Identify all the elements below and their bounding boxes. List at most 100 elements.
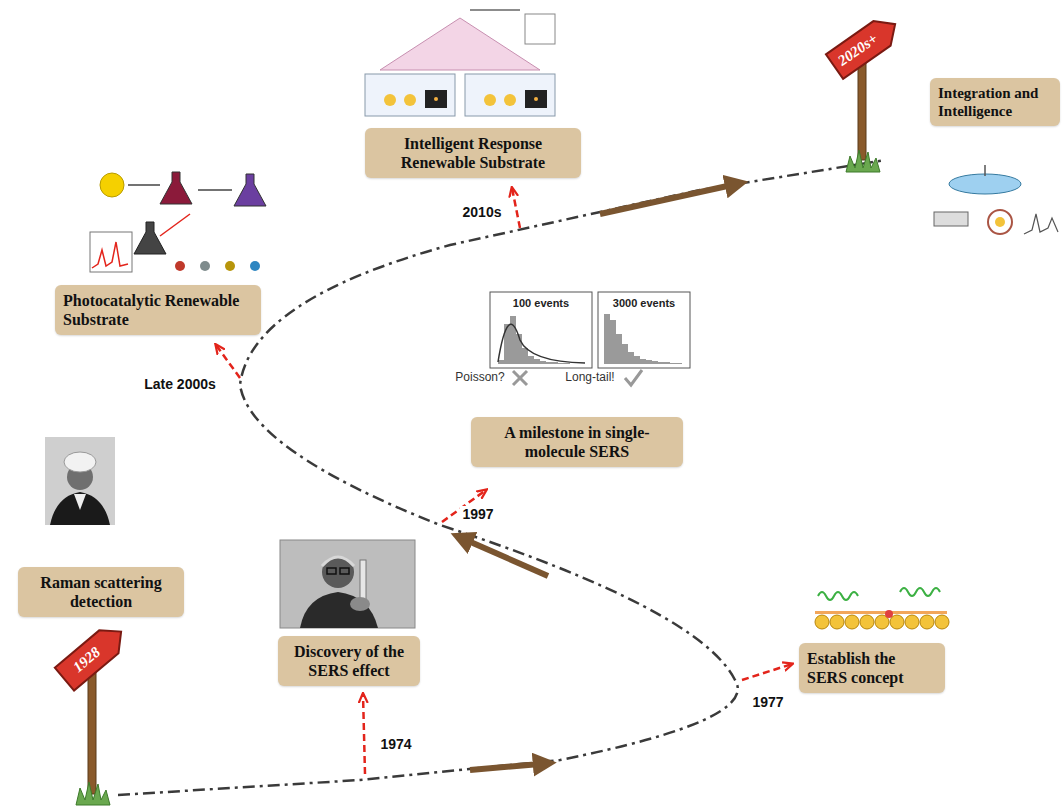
chart-title: 3000 events xyxy=(611,297,677,310)
photocatalytic-illustration xyxy=(200,261,210,271)
photocatalytic-illustration xyxy=(100,173,124,197)
integration-illustration xyxy=(934,165,1058,234)
histogram-chart xyxy=(528,356,534,364)
integration-illustration xyxy=(1024,214,1058,234)
histogram-chart xyxy=(628,352,634,364)
histogram-chart xyxy=(622,344,628,364)
histogram-chart xyxy=(498,324,585,363)
year-label: 1974 xyxy=(377,736,414,752)
photocatalytic-illustration xyxy=(250,261,260,271)
sers-illustration xyxy=(815,615,829,629)
chart-note: Long-tail! xyxy=(563,371,616,385)
histogram-chart xyxy=(564,363,570,364)
sers-illustration xyxy=(905,615,919,629)
signpost-year: 1928 xyxy=(70,644,104,676)
direction-arrow xyxy=(470,764,540,770)
histogram-chart xyxy=(658,362,664,364)
portrait-photo xyxy=(280,540,415,628)
responsive-illustration xyxy=(365,10,555,116)
responsive-illustration xyxy=(434,97,438,101)
portrait-photo xyxy=(50,492,110,525)
year-label: 2010s xyxy=(460,204,505,220)
signpost xyxy=(826,12,904,79)
histogram-chart xyxy=(558,363,564,364)
milestone-box: Intelligent Response Renewable Substrate xyxy=(365,128,581,178)
photocatalytic-illustration xyxy=(175,261,185,271)
histogram-chart xyxy=(664,362,670,364)
portrait-photo xyxy=(322,556,354,588)
histogram-chart xyxy=(604,314,610,364)
responsive-illustration xyxy=(404,94,416,106)
responsive-illustration xyxy=(525,14,555,44)
milestone-box: A milestone in single-molecule SERS xyxy=(471,417,683,467)
cross-mark xyxy=(513,371,527,385)
milestone-box: Integration and Intelligence xyxy=(930,78,1060,126)
signpost xyxy=(76,782,110,805)
signpost xyxy=(858,60,866,160)
sers-illustration xyxy=(845,615,859,629)
timeline-curve xyxy=(118,160,885,795)
sers-illustration xyxy=(920,615,934,629)
histogram-chart xyxy=(510,316,516,364)
photocatalytic-illustration xyxy=(225,261,235,271)
portrait-photo xyxy=(45,437,115,525)
photocatalytic-illustration xyxy=(134,222,166,254)
histogram-chart xyxy=(552,362,558,364)
histogram-chart xyxy=(534,359,540,364)
portrait-photo xyxy=(45,437,115,525)
photocatalytic-illustration xyxy=(92,242,128,268)
leader-arrow xyxy=(363,694,365,774)
responsive-illustration xyxy=(484,94,496,106)
integration-illustration xyxy=(949,174,1021,194)
check-mark xyxy=(625,370,642,385)
portrait-photo xyxy=(280,540,415,628)
portrait-photo xyxy=(350,597,370,611)
integration-illustration xyxy=(984,165,986,176)
histogram-chart xyxy=(498,316,570,364)
sers-illustration xyxy=(815,588,949,629)
histogram-chart xyxy=(540,361,546,364)
leader-arrow xyxy=(216,345,240,378)
responsive-illustration xyxy=(534,97,538,101)
responsive-illustration xyxy=(504,94,516,106)
histogram-chart xyxy=(546,362,552,364)
sers-illustration xyxy=(818,592,858,600)
sers-illustration xyxy=(830,615,844,629)
portrait-photo xyxy=(280,540,415,628)
signpost xyxy=(55,620,131,691)
histogram-chart xyxy=(598,292,690,368)
responsive-illustration xyxy=(525,90,547,108)
sers-illustration xyxy=(885,610,893,618)
milestone-box: Raman scattering detection xyxy=(18,567,184,617)
milestone-box: Discovery of the SERS effect xyxy=(278,636,420,686)
milestone-box: Photocatalytic Renewable Substrate xyxy=(55,285,261,335)
responsive-illustration xyxy=(470,9,520,11)
milestone-text: Photocatalytic Renewable Substrate xyxy=(63,291,253,329)
sers-illustration xyxy=(900,588,940,596)
milestone-text: Intelligent Response Renewable Substrate xyxy=(373,134,573,172)
signpost xyxy=(846,150,880,172)
responsive-illustration xyxy=(425,90,447,108)
responsive-illustration xyxy=(365,74,455,116)
integration-illustration xyxy=(934,212,968,226)
histogram-chart xyxy=(610,320,616,364)
photocatalytic-illustration xyxy=(160,172,192,204)
histogram-chart xyxy=(634,356,640,364)
responsive-illustration xyxy=(384,94,396,106)
sers-illustration xyxy=(935,615,949,629)
direction-arrow xyxy=(600,185,732,214)
leader-arrow xyxy=(512,188,520,228)
cross-mark xyxy=(513,371,527,385)
chart-title: 100 events xyxy=(511,297,571,310)
photocatalytic-illustration xyxy=(90,172,266,272)
histogram-chart xyxy=(490,292,690,368)
histogram-chart xyxy=(640,359,646,364)
photocatalytic-illustration xyxy=(160,214,190,236)
year-label: 1997 xyxy=(459,506,496,522)
portrait-photo xyxy=(340,568,349,574)
integration-illustration xyxy=(988,210,1012,234)
responsive-illustration xyxy=(380,18,540,70)
histogram-chart xyxy=(522,348,528,364)
